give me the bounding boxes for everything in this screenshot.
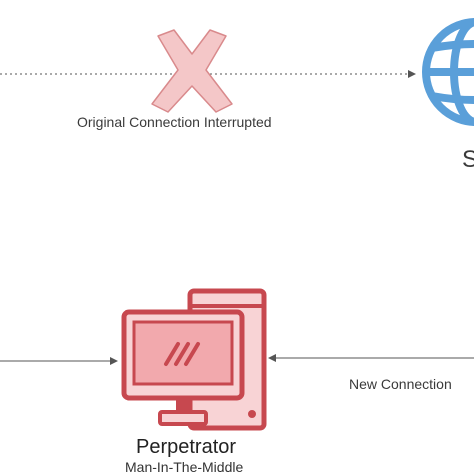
new-connection-label: New Connection: [349, 376, 452, 392]
perpetrator-subtitle: Man-In-The-Middle: [125, 459, 244, 475]
computer-tower-icon: [121, 288, 267, 431]
perpetrator-title: Perpetrator: [136, 436, 237, 458]
globe-icon: [422, 18, 474, 126]
x-cross-icon: [151, 29, 233, 113]
original-connection-arrowhead: [408, 70, 416, 78]
server-label: S: [462, 146, 474, 173]
original-connection-label: Original Connection Interrupted: [77, 114, 272, 130]
left-connection-arrowhead: [110, 357, 118, 365]
new-connection-arrowhead: [268, 354, 276, 362]
